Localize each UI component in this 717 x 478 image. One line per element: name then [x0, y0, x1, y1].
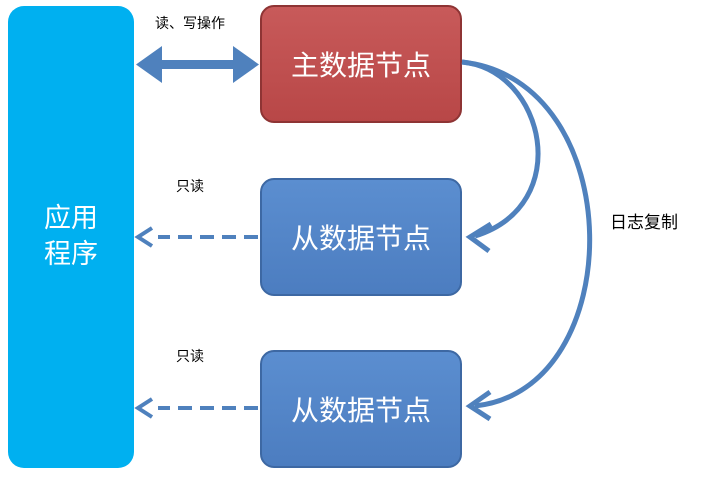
read-only-arrow-2: [134, 397, 258, 419]
slave-node-2: 从数据节点: [260, 350, 462, 468]
master-node-label: 主数据节点: [290, 49, 431, 82]
read-write-arrow: [136, 46, 259, 83]
log-replication-arrow-2: [461, 59, 593, 422]
slave-node-2-label: 从数据节点: [290, 394, 431, 427]
read-only-label-1: 只读: [176, 179, 204, 195]
master-node: 主数据节点: [260, 5, 462, 123]
slave-node-1-label: 从数据节点: [290, 222, 431, 255]
log-replication-label: 日志复制: [610, 213, 678, 233]
read-only-label-2: 只读: [176, 349, 204, 365]
log-replication-arrow-1: [461, 59, 541, 254]
read-only-arrow-1: [134, 226, 258, 248]
application-label: 应用程序: [44, 203, 98, 270]
application-block: 应用程序: [8, 6, 134, 468]
read-write-label: 读、写操作: [155, 16, 225, 32]
slave-node-1: 从数据节点: [260, 178, 462, 296]
